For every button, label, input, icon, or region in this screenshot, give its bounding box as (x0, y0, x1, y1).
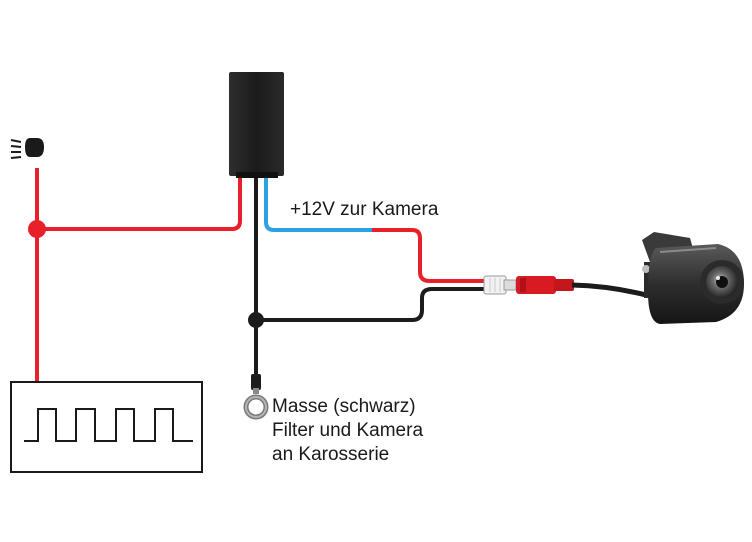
camera-cable (571, 282, 651, 299)
filter-box (229, 72, 284, 178)
ring-terminal-icon (243, 374, 269, 420)
connector-red (516, 276, 574, 294)
label-ground-line-1: Masse (schwarz) (272, 396, 416, 417)
signal-box (10, 381, 203, 473)
reversing-camera-icon (642, 232, 744, 324)
camera-feed-wire (264, 178, 486, 283)
connector-white (483, 275, 517, 295)
label-power-to-camera: +12V zur Kamera (290, 199, 439, 220)
negative-wire (254, 178, 486, 378)
positive-wire (35, 168, 242, 382)
junction-dot-red (28, 220, 46, 238)
label-ground: Masse (schwarz) Filter und Kamera an Kar… (272, 395, 423, 467)
headlight-icon (10, 138, 44, 159)
label-ground-line-2: Filter und Kamera (272, 420, 424, 441)
junction-dot-black (248, 312, 264, 328)
square-wave-icon (24, 408, 193, 442)
label-ground-line-3: an Karosserie (272, 444, 390, 465)
